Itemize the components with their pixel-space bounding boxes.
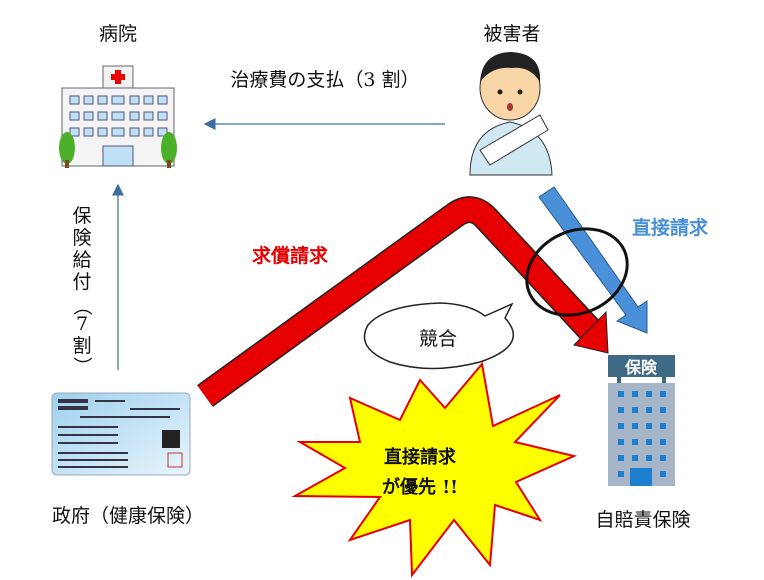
priority-line2: が優先 !! — [382, 476, 458, 498]
conflict-speech-bubble — [363, 302, 515, 370]
subrogation-arrow — [197, 197, 599, 406]
svg-text:保: 保 — [72, 205, 91, 227]
direct-claim-arrow — [538, 186, 648, 334]
svg-text:給: 給 — [72, 249, 91, 271]
conflict-circle — [525, 227, 629, 317]
conflict-label: 競合 — [419, 328, 457, 350]
subrogation-arrowhead — [573, 310, 609, 354]
injured-person-icon — [469, 52, 553, 176]
svg-text:付: 付 — [72, 271, 91, 293]
svg-text:）: ） — [71, 356, 93, 375]
direct-claim-label: 直接請求 — [632, 216, 709, 239]
government-label: 政府（健康保険） — [52, 505, 204, 527]
priority-starburst — [291, 361, 578, 578]
svg-text:険: 険 — [72, 227, 91, 249]
priority-line1: 直接請求 — [384, 446, 457, 468]
insurance-benefit-label: 保 険 給 付 （ 7 割 ） — [71, 205, 93, 376]
treatment-payment-label: 治療費の支払（3 割） — [230, 69, 419, 91]
svg-text:（: （ — [71, 296, 93, 315]
insurer-label: 自賠責保険 — [595, 509, 690, 531]
victim-label: 被害者 — [483, 23, 540, 45]
hospital-label: 病院 — [99, 23, 137, 45]
insurance-company-building-icon: 保険 — [608, 355, 675, 486]
health-insurance-card-icon — [51, 392, 191, 476]
svg-text:7: 7 — [76, 313, 88, 335]
subrogation-claim-label: 求償請求 — [252, 244, 329, 267]
hospital-icon — [59, 65, 177, 168]
insurer-sign: 保険 — [624, 358, 658, 377]
svg-text:割: 割 — [72, 335, 91, 357]
